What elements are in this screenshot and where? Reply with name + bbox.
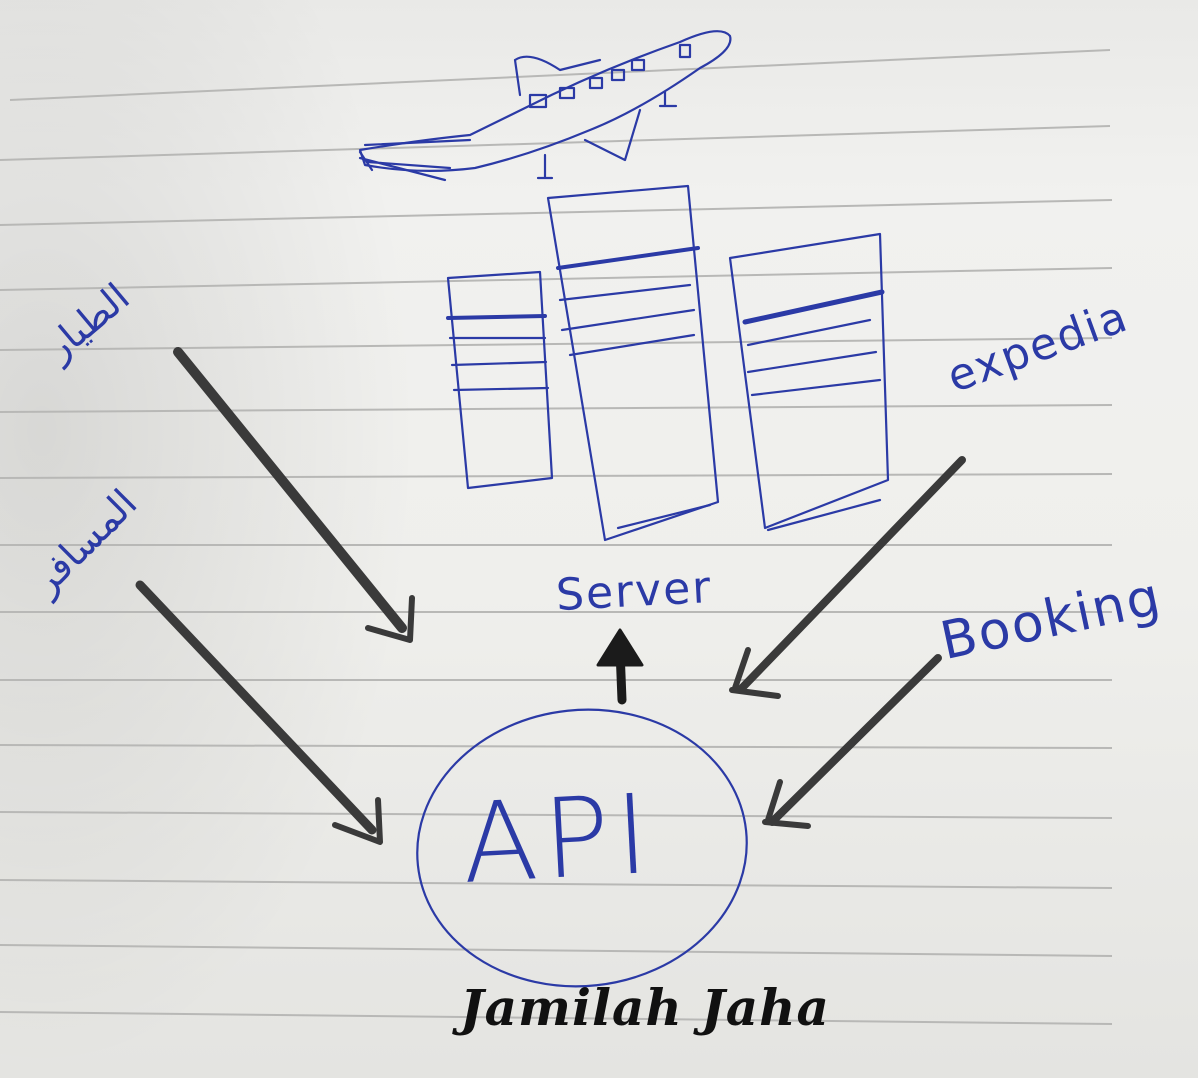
server-rack-right	[730, 234, 888, 530]
arrow-traveler-to-api	[140, 585, 380, 842]
arrow-pilot-to-server	[178, 352, 412, 640]
server-rack-center	[548, 186, 718, 540]
airplane-icon	[360, 31, 730, 180]
api-label: API	[459, 770, 657, 908]
watermark-signature: Jamilah Jaha	[460, 978, 830, 1037]
arrow-booking-to-api	[765, 658, 938, 826]
api-to-server-arrow	[598, 630, 642, 700]
server-label: Server	[555, 562, 714, 621]
server-rack-left	[448, 272, 552, 488]
